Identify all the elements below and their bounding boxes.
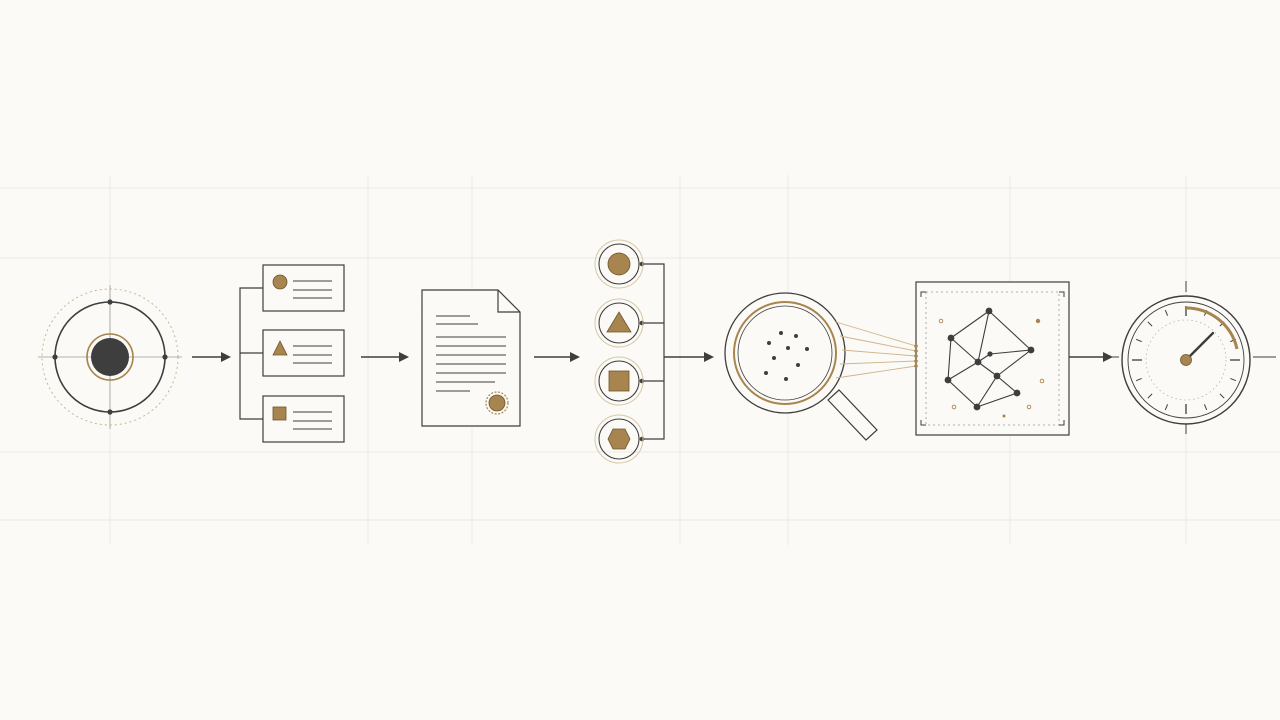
gauge-tick xyxy=(1164,309,1169,316)
beam-ports xyxy=(914,344,918,368)
magnifier-icon xyxy=(724,292,878,441)
shape-item-hexagon xyxy=(594,414,644,464)
graph-satellite-dots xyxy=(938,318,1045,418)
gauge-tick xyxy=(1135,338,1142,343)
branch-cards-icon xyxy=(239,264,345,443)
gauge-tick xyxy=(1147,321,1153,327)
shape-list-icon xyxy=(594,239,665,464)
gauge-tick xyxy=(1164,404,1169,411)
shape-item-circle xyxy=(594,239,644,289)
target-circle-icon xyxy=(38,285,182,429)
shape-item-square xyxy=(594,356,644,406)
gauge-tick xyxy=(1230,377,1237,382)
network-graph-icon xyxy=(914,281,1070,436)
card-triangle xyxy=(262,329,345,377)
document-seal-icon xyxy=(421,289,521,427)
card-circle xyxy=(262,264,345,312)
gauge-tick xyxy=(1147,393,1153,399)
graph-nodes xyxy=(944,307,1035,411)
shape-item-triangle xyxy=(594,298,644,348)
projection-beams xyxy=(835,321,917,379)
gauge-icon xyxy=(1110,281,1276,434)
gauge-tick xyxy=(1203,404,1208,411)
gauge-tick xyxy=(1135,377,1142,382)
sample-dots xyxy=(764,331,809,381)
background-grid xyxy=(0,175,1280,545)
card-square xyxy=(262,395,345,443)
gauge-tick xyxy=(1219,393,1225,399)
